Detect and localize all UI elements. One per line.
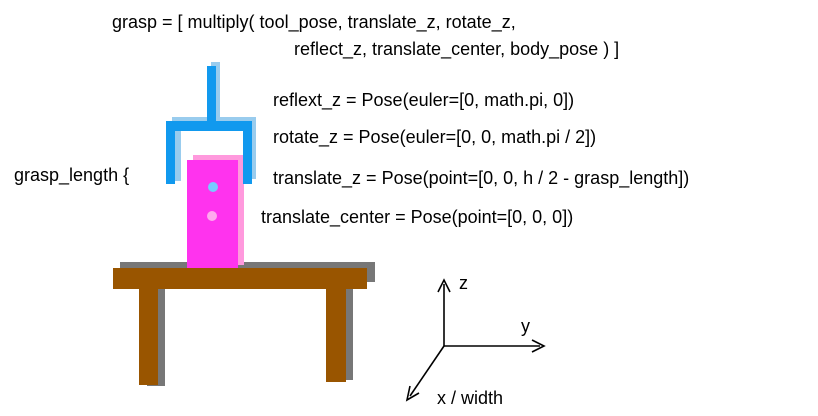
x-axis-label: x / width — [437, 388, 504, 408]
object-body — [187, 155, 244, 268]
gripper-right-finger — [243, 121, 252, 184]
gripper-bar — [166, 121, 252, 131]
pose-translate-center: translate_center = Pose(point=[0, 0, 0]) — [261, 207, 574, 227]
table — [113, 268, 367, 385]
table-right-leg — [326, 287, 346, 382]
grasp-length-label: grasp_length { — [14, 165, 130, 185]
x-axis-line — [409, 345, 445, 397]
gripper-left-finger — [166, 121, 175, 184]
formula-line-1: grasp = [ multiply( tool_pose, translate… — [112, 12, 516, 32]
table-top — [113, 268, 367, 289]
table-left-leg — [139, 287, 158, 385]
axes — [405, 278, 546, 402]
object-dot-top — [208, 182, 218, 192]
z-axis-label: z — [459, 273, 468, 293]
gripper — [166, 66, 252, 184]
x-axis-arrow-icon — [405, 385, 420, 402]
y-axis-label: y — [521, 316, 530, 336]
formula-line-2: reflect_z, translate_center, body_pose )… — [294, 39, 620, 59]
pose-rotate-z: rotate_z = Pose(euler=[0, 0, math.pi / 2… — [273, 127, 597, 147]
pose-reflect-z: reflext_z = Pose(euler=[0, math.pi, 0]) — [273, 90, 575, 110]
y-axis-arrow-icon — [531, 339, 546, 353]
gripper-stem — [207, 66, 216, 121]
object-dot-bottom — [207, 211, 217, 221]
pose-translate-z: translate_z = Pose(point=[0, 0, h / 2 - … — [273, 168, 690, 188]
z-axis-arrow-icon — [437, 278, 451, 293]
gripper-shadow-left-finger — [172, 117, 181, 181]
